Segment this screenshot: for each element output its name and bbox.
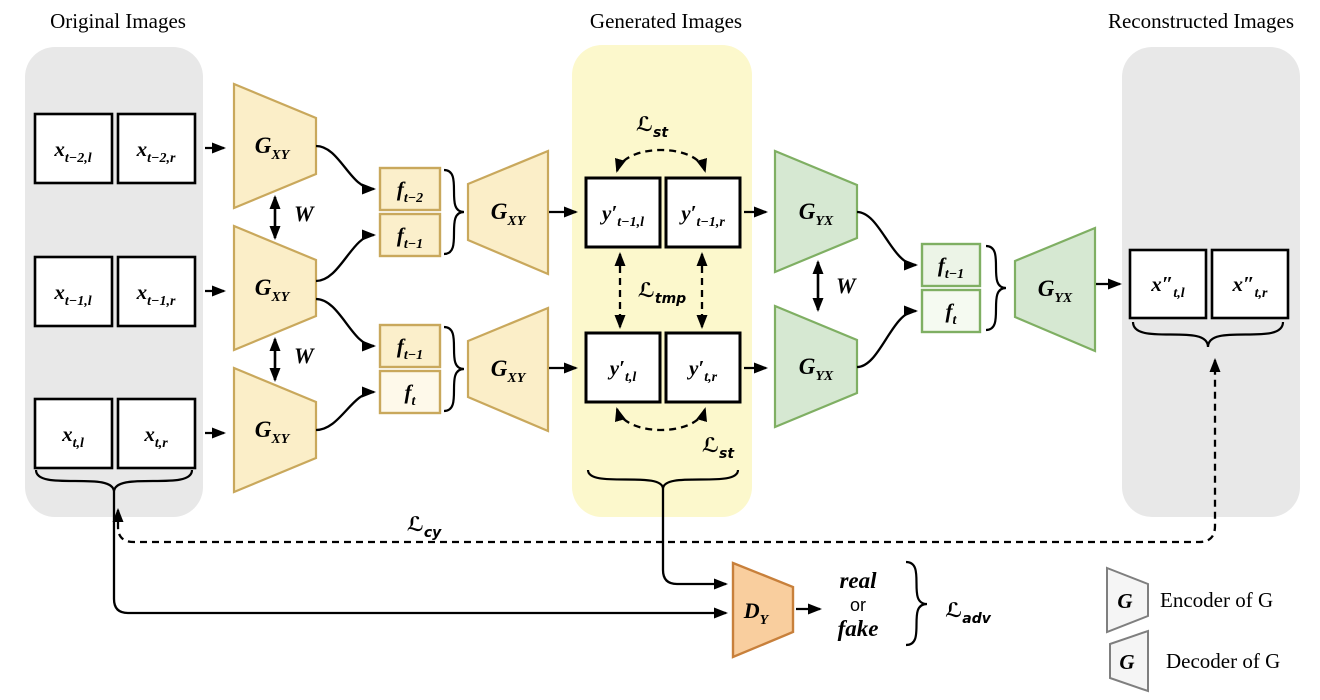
weight-share-label-2: W xyxy=(294,343,315,368)
loss-label-tmp: ℒtmp xyxy=(638,278,686,307)
label-encoder-gxy-1: GXY xyxy=(255,133,291,163)
output-or: or xyxy=(850,595,866,615)
label-f-t: ft xyxy=(405,380,417,409)
label-x-rec-t-l: x″t,l xyxy=(1150,272,1184,301)
feature-box-f-t-1-upper xyxy=(378,212,442,258)
arrow-gyx-upper-to-f xyxy=(856,210,918,271)
label-f-t-1-lower: ft−1 xyxy=(397,334,423,363)
label-x-t-2-r: xt−2,r xyxy=(136,137,176,166)
loss-label-adv: ℒadv xyxy=(945,598,992,627)
box-y-t-l xyxy=(584,331,662,404)
loss-label-st-bottom: ℒst xyxy=(702,433,735,462)
label-f-t-1-upper: ft−1 xyxy=(397,223,423,252)
feature-box-yx-f-t-1 xyxy=(920,242,982,288)
feature-box-f-t-1-lower xyxy=(378,323,442,369)
label-y-t-l: y′t,l xyxy=(607,356,637,385)
decoder-gxy-upper xyxy=(466,149,550,276)
label-encoder-gyx-upper: GYX xyxy=(799,199,834,229)
output-real: real xyxy=(839,568,877,593)
arrow-encoder2-to-f-t-1-upper xyxy=(315,229,376,283)
arrow-original-to-discriminator xyxy=(112,492,728,619)
encoder-gxy-1 xyxy=(232,82,318,210)
encoder-gxy-2 xyxy=(232,224,318,352)
decoder-gyx xyxy=(1013,226,1097,353)
encoder-gxy-3 xyxy=(232,366,318,494)
loss-label-cy: ℒcy xyxy=(407,512,442,541)
arrow-gyx-lower-to-f xyxy=(856,305,918,369)
weight-share-label-1: W xyxy=(294,201,315,226)
label-encoder-gxy-3: GXY xyxy=(255,417,291,447)
label-y-t-r: y′t,r xyxy=(686,356,718,385)
stereo-loss-arrow-bottom xyxy=(615,407,707,432)
encoder-gyx-upper xyxy=(773,149,859,274)
legend-decoder-glyph xyxy=(1109,629,1149,693)
header-reconstructed-images: Reconstructed Images xyxy=(1108,9,1294,33)
brace-adversarial xyxy=(905,560,928,647)
box-x-t-1-l xyxy=(33,255,114,328)
weight-share-label-3: W xyxy=(836,273,857,298)
label-decoder-gxy-lower: GXY xyxy=(491,356,527,386)
label-x-t-r: xt,r xyxy=(143,422,168,451)
feature-box-f-t-2 xyxy=(378,166,442,212)
box-y-t-r xyxy=(664,331,742,404)
label-decoder-gyx: GYX xyxy=(1038,276,1073,306)
label-decoder-gxy-upper: GXY xyxy=(491,199,527,229)
arrow-encoder3-to-f-t xyxy=(315,386,376,432)
feature-box-yx-f-t xyxy=(920,288,982,334)
brace-feature-pair-lower xyxy=(443,325,465,413)
label-encoder-gyx-lower: GYX xyxy=(799,354,834,384)
arrow-encoder1-to-f-t-2 xyxy=(315,144,376,195)
output-fake: fake xyxy=(838,616,879,641)
label-x-t-1-r: xt−1,r xyxy=(136,280,176,309)
brace-feature-pair-yx xyxy=(985,244,1007,332)
stereo-loss-arrow-top xyxy=(615,148,707,173)
header-generated-images: Generated Images xyxy=(590,9,742,33)
label-x-rec-t-r: x″t,r xyxy=(1232,272,1268,301)
arrow-encoder2-to-f-t-1-lower xyxy=(315,297,376,352)
box-x-t-2-r xyxy=(116,112,197,185)
box-x-t-l xyxy=(33,397,114,470)
label-x-t-1-l: xt−1,l xyxy=(53,280,91,309)
label-y-t-1-l: y′t−1,l xyxy=(599,201,644,230)
box-x-t-r xyxy=(116,397,197,470)
decoder-gxy-lower xyxy=(466,306,550,433)
legend-decoder-text: Decoder of G xyxy=(1166,649,1280,673)
header-original-images: Original Images xyxy=(50,9,186,33)
label-yx-f-t: ft xyxy=(946,299,958,328)
brace-reconstructed-pair xyxy=(1131,321,1285,348)
legend-encoder-glyph-label: G xyxy=(1117,589,1132,613)
brace-feature-pair-upper xyxy=(443,168,465,256)
label-encoder-gxy-2: GXY xyxy=(255,275,291,305)
arrow-generated-to-discriminator xyxy=(661,489,728,590)
box-x-t-1-r xyxy=(116,255,197,328)
box-x-rec-t-l xyxy=(1128,248,1208,320)
feature-box-f-t xyxy=(378,369,442,415)
box-y-t-1-l xyxy=(584,176,662,249)
discriminator-dy xyxy=(731,561,795,659)
label-f-t-2: ft−2 xyxy=(397,177,423,206)
label-x-t-2-l: xt−2,l xyxy=(53,137,91,166)
legend-encoder-glyph xyxy=(1106,566,1149,634)
legend-decoder-glyph-label: G xyxy=(1119,650,1134,674)
loss-label-st-top: ℒst xyxy=(636,112,669,141)
box-y-t-1-r xyxy=(664,176,742,249)
label-y-t-1-r: y′t−1,r xyxy=(678,201,725,230)
label-yx-f-t-1: ft−1 xyxy=(938,253,964,282)
legend-encoder-text: Encoder of G xyxy=(1160,588,1273,612)
encoder-gyx-lower xyxy=(773,304,859,429)
label-discriminator-dy: DY xyxy=(743,598,770,628)
label-x-t-l: xt,l xyxy=(61,422,84,451)
box-x-rec-t-r xyxy=(1210,248,1290,320)
box-x-t-2-l xyxy=(33,112,114,185)
